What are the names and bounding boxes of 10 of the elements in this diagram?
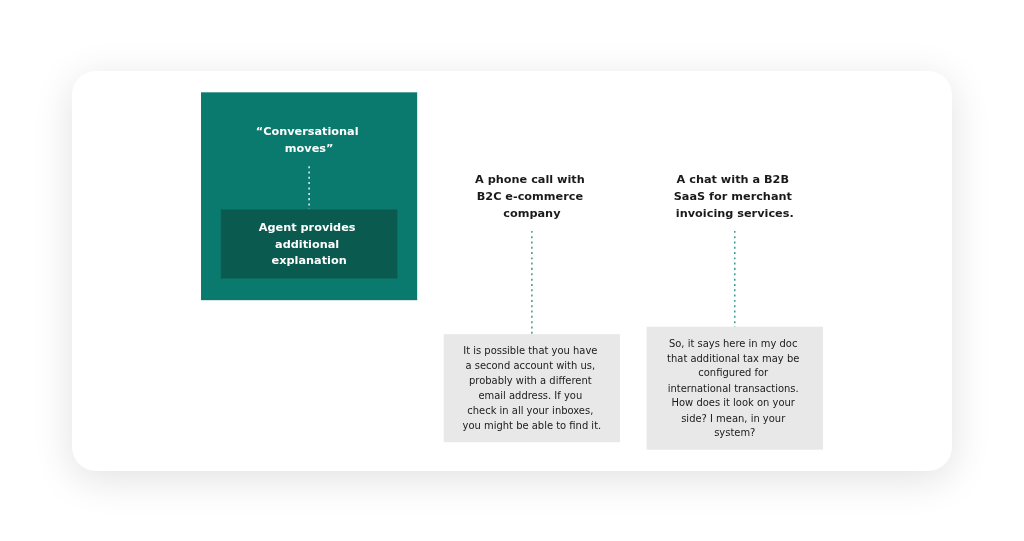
node-box bbox=[646, 326, 823, 450]
node-box bbox=[443, 333, 621, 442]
connector bbox=[531, 229, 533, 335]
cluster bbox=[201, 91, 418, 300]
node-box bbox=[220, 208, 398, 279]
node-text: A chat with a B2B SaaS for merchant invoicing services. bbox=[673, 171, 794, 219]
card-background: “Conversational moves” Agent provides additional explanation A phone call with B2C e-commerce company It is possible that you have a second account with us, probably with a different email address. If you check in all your inboxes, you might be able to find it. A chat with a B2B SaaS for merchant invoicing services. So, it says here in my doc that additional tax may be configured for international transactions. How does it look on your side? I mean, in your system? bbox=[72, 70, 952, 471]
connector bbox=[734, 229, 736, 327]
node-text: A phone call with B2C e-commerce company bbox=[475, 171, 585, 219]
node-text: “Conversational moves” bbox=[255, 123, 359, 155]
